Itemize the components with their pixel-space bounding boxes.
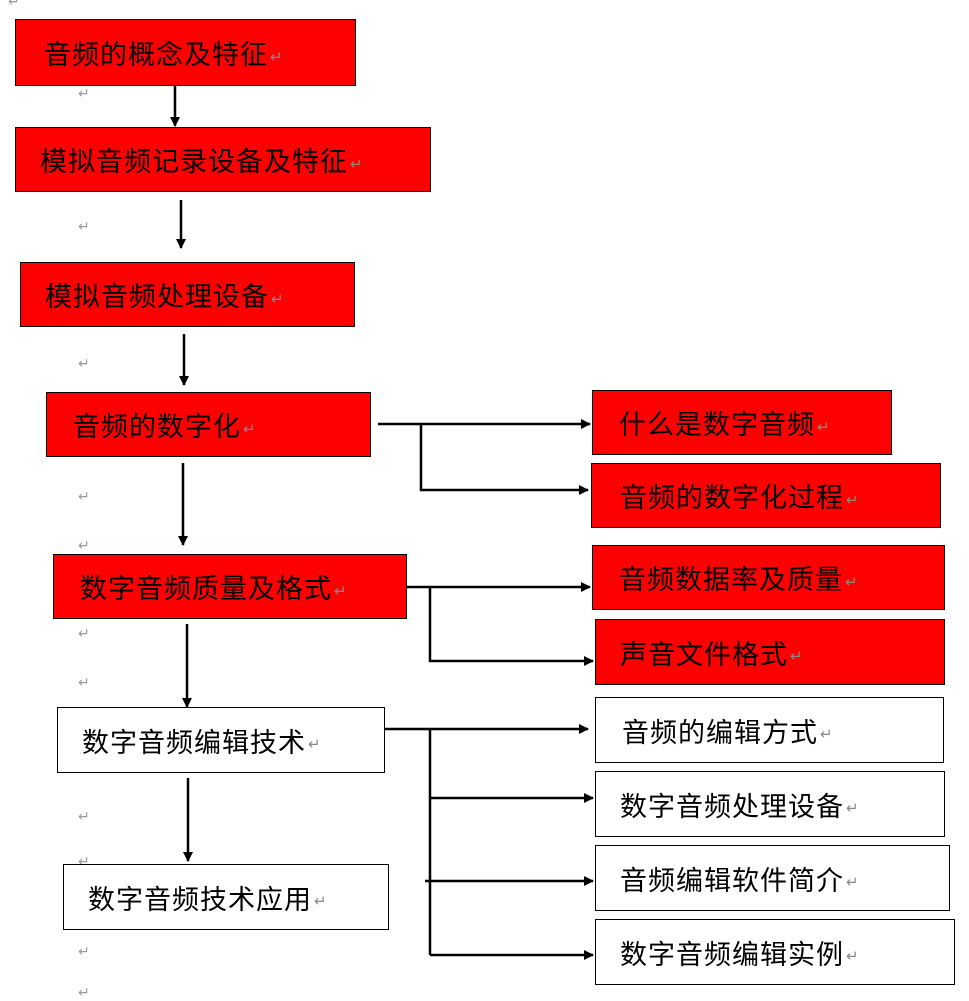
return-mark: ↵ <box>846 873 860 891</box>
node-label: 音频的数字化过程 <box>620 483 844 514</box>
return-mark: ↵ <box>314 892 328 910</box>
node-data-rate-quality: 音频数据率及质量↵ <box>592 545 945 610</box>
return-mark: ↵ <box>817 417 831 436</box>
return-mark: ↵ <box>270 47 284 66</box>
return-mark: ↵ <box>820 725 834 743</box>
return-mark: ↵ <box>271 289 285 308</box>
node-digital-processing-devices: 数字音频处理设备↵ <box>595 771 945 837</box>
paragraph-mark: ↵ <box>78 675 90 691</box>
paragraph-mark: ↵ <box>78 985 90 1001</box>
node-editing-software-intro: 音频编辑软件简介↵ <box>595 845 950 911</box>
node-sound-file-formats: 声音文件格式↵ <box>595 619 945 685</box>
return-mark: ↵ <box>350 154 364 173</box>
paragraph-mark: ↵ <box>78 809 90 825</box>
node-analog-recording-devices: 模拟音频记录设备及特征↵ <box>15 127 431 192</box>
paragraph-mark: ↵ <box>78 626 90 642</box>
node-digital-audio-quality-format: 数字音频质量及格式↵ <box>53 554 407 619</box>
node-label: 音频的概念及特征 <box>44 40 268 71</box>
return-mark: ↵ <box>846 947 860 965</box>
node-label: 什么是数字音频 <box>619 410 815 441</box>
return-mark: ↵ <box>846 799 860 817</box>
return-mark: ↵ <box>845 572 859 591</box>
return-mark: ↵ <box>334 581 348 600</box>
node-audio-digitization: 音频的数字化↵ <box>46 392 371 457</box>
node-label: 数字音频处理设备 <box>620 791 844 823</box>
node-label: 数字音频技术应用 <box>88 884 312 916</box>
node-editing-methods: 音频的编辑方式↵ <box>595 697 944 763</box>
node-audio-concept: 音频的概念及特征↵ <box>15 19 356 86</box>
paragraph-mark: ↵ <box>78 854 90 870</box>
node-label: 音频的编辑方式 <box>622 717 818 749</box>
node-label: 数字音频编辑技术 <box>82 727 306 759</box>
paragraph-mark: ↵ <box>78 356 90 372</box>
paragraph-mark: ↵ <box>78 944 90 960</box>
node-label: 音频的数字化 <box>73 412 241 443</box>
node-label: 模拟音频处理设备 <box>45 282 269 313</box>
node-label: 数字音频编辑实例 <box>620 939 844 971</box>
node-editing-examples: 数字音频编辑实例↵ <box>595 919 955 985</box>
arrow-n4-n4b <box>419 424 589 495</box>
return-mark: ↵ <box>243 419 257 438</box>
return-mark: ↵ <box>846 490 860 509</box>
arrow-n5-n5b <box>428 587 594 666</box>
paragraph-mark: ↵ <box>78 489 90 505</box>
paragraph-mark: ↵ <box>78 219 90 235</box>
node-what-is-digital-audio: 什么是数字音频↵ <box>592 390 892 455</box>
paragraph-mark: ↵ <box>8 0 20 10</box>
return-mark: ↵ <box>790 647 804 665</box>
node-label: 音频数据率及质量 <box>619 565 843 596</box>
node-digital-audio-editing: 数字音频编辑技术↵ <box>57 707 385 773</box>
paragraph-mark: ↵ <box>78 538 90 554</box>
node-digitization-process: 音频的数字化过程↵ <box>591 463 941 528</box>
node-analog-processing-devices: 模拟音频处理设备↵ <box>20 262 355 327</box>
node-label: 数字音频质量及格式 <box>80 574 332 605</box>
paragraph-mark: ↵ <box>78 86 90 102</box>
node-label: 模拟音频记录设备及特征 <box>40 147 348 178</box>
return-mark: ↵ <box>308 735 322 753</box>
node-label: 音频编辑软件简介 <box>620 865 844 897</box>
node-label: 声音文件格式 <box>620 639 788 671</box>
node-digital-audio-applications: 数字音频技术应用↵ <box>63 864 389 930</box>
